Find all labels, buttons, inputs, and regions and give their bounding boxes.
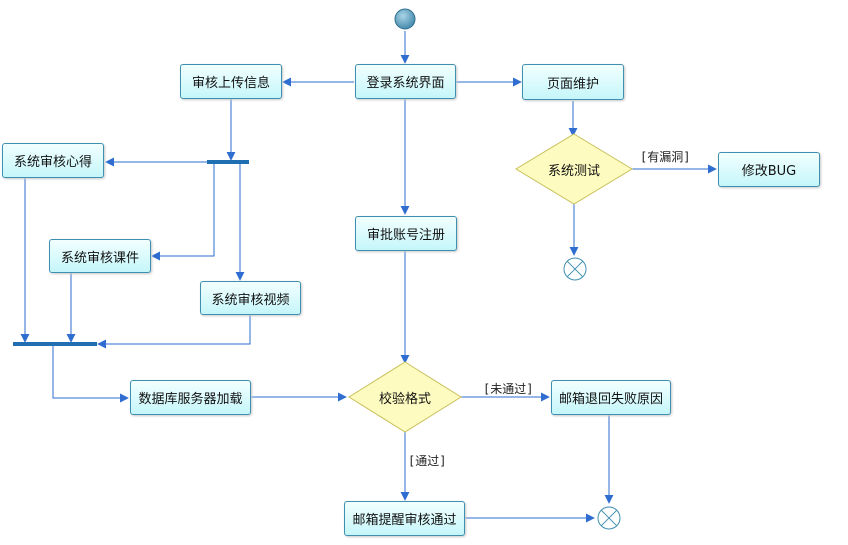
fix-bug-node[interactable]: 修改BUG	[718, 152, 820, 187]
join-bar-icon	[13, 342, 97, 346]
page-maintain-node[interactable]: 页面维护	[522, 64, 624, 100]
mail-fail-node[interactable]: 邮箱退回失败原因	[551, 380, 671, 415]
check-format-decision-shape	[348, 361, 462, 433]
flow-final-icon	[597, 506, 621, 530]
guard-not-passed: [未通过]	[483, 382, 534, 396]
review-notes-node[interactable]: 系统审核心得	[2, 143, 104, 178]
fork-bar-icon	[207, 160, 249, 164]
login-node[interactable]: 登录系统界面	[355, 64, 456, 99]
edges	[20, 31, 717, 523]
edge-join-to-db-load	[52, 346, 129, 403]
initial-node-icon	[394, 8, 416, 30]
guard-passed: [通过]	[408, 454, 447, 468]
edge-review-video-to-join	[97, 315, 251, 349]
review-video-node[interactable]: 系统审核视频	[200, 281, 301, 315]
approve-register-node[interactable]: 审批账号注册	[355, 216, 457, 251]
guard-has-bug: [有漏洞]	[640, 150, 691, 164]
review-upload-node[interactable]: 审核上传信息	[180, 64, 282, 99]
review-courseware-node[interactable]: 系统审核课件	[49, 239, 151, 273]
system-test-decision-label[interactable]: 系统测试	[547, 163, 600, 179]
mail-pass-node[interactable]: 邮箱提醒审核通过	[344, 501, 465, 536]
check-format-decision-label[interactable]: 校验格式	[378, 391, 431, 407]
system-test-decision-shape	[515, 133, 633, 205]
db-load-node[interactable]: 数据库服务器加载	[130, 380, 251, 415]
edge-fork-to-review-courseware	[151, 164, 215, 261]
flow-final-icon	[563, 257, 587, 281]
